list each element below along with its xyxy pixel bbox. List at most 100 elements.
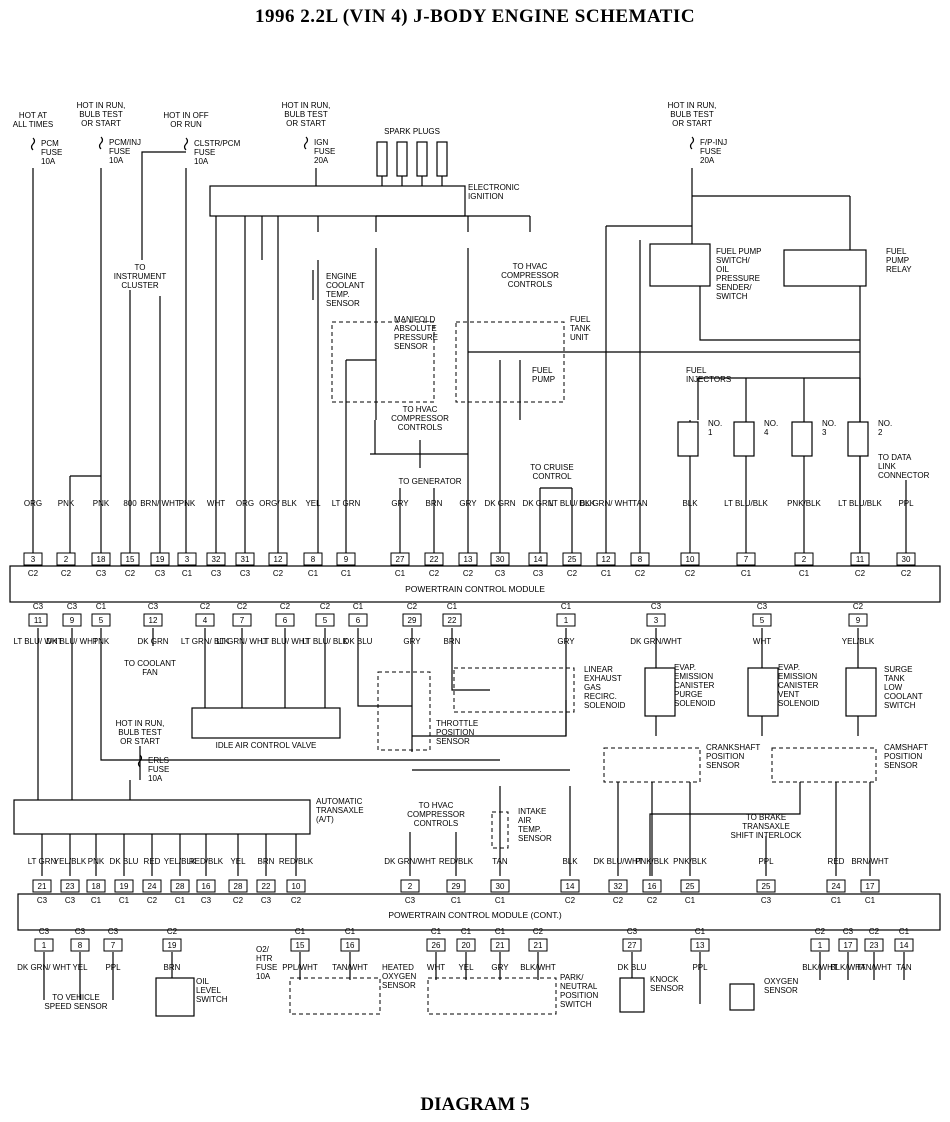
wire-color-label: BRN <box>258 857 275 866</box>
wire-color-label: BRN <box>164 963 181 972</box>
connector-pin-box <box>528 552 548 566</box>
connector-pin-box <box>232 613 252 627</box>
wire-color-label: DK GRN <box>484 499 515 508</box>
power-source-label-line: HOT IN RUN, <box>77 101 126 110</box>
connector-pin-box <box>848 613 868 627</box>
map-sensor-label-line: SENSOR <box>394 342 428 351</box>
knock-label-line: SENSOR <box>650 984 684 993</box>
connector-pin-box <box>562 552 582 566</box>
power-source-label-line: HOT IN OFF <box>163 111 208 120</box>
surge-tank-label-line: COOLANT <box>884 692 923 701</box>
pin-number: 13 <box>464 555 473 564</box>
pin-number: 7 <box>744 555 749 564</box>
connector-pin-box <box>34 938 54 952</box>
pin-number: 16 <box>202 882 211 891</box>
pcm-cont-label: POWERTRAIN CONTROL MODULE (CONT.) <box>388 910 561 920</box>
fuse-label-line: F/P-INJ <box>700 138 727 147</box>
connector-pin-box <box>56 552 76 566</box>
connector-id: C2 <box>233 896 244 905</box>
wire-color-label: LT BLU/ WHT <box>260 637 309 646</box>
wire-color-label: DK BLU <box>344 637 373 646</box>
connector-id: C1 <box>341 569 352 578</box>
connector-id: C1 <box>96 602 107 611</box>
connector-pin-box <box>752 613 772 627</box>
cmp-label-line: SENSOR <box>884 761 918 770</box>
pin-number: 14 <box>566 882 575 891</box>
connector-pin-box <box>850 552 870 566</box>
wire-color-label: DK BLU/WHT <box>593 857 642 866</box>
connector-id: C1 <box>175 896 186 905</box>
pin-number: 17 <box>866 882 875 891</box>
connector-pin-box <box>23 552 43 566</box>
brake-interlock-label-line: TRANSAXLE <box>742 822 790 831</box>
wire-color-label: PNK/BLK <box>635 857 669 866</box>
wire-color-label: LT BLU/BLK <box>724 499 768 508</box>
pin-number: 15 <box>126 555 135 564</box>
connector-id: C2 <box>613 896 624 905</box>
ect-sensor-label-line: TEMP. <box>326 290 349 299</box>
injector-number-label-line: 2 <box>878 428 883 437</box>
power-source-label-line: HOT IN RUN, <box>668 101 717 110</box>
connector-pin-box <box>736 552 756 566</box>
power-source-label-line: BULB TEST <box>284 110 328 119</box>
egr-label-line: LINEAR <box>584 665 613 674</box>
connector-pin-box <box>60 879 80 893</box>
surge-tank-label-line: SWITCH <box>884 701 916 710</box>
wire-color-label: RED/BLK <box>439 857 474 866</box>
power-source-label-line: BULB TEST <box>118 728 162 737</box>
evap-purge-label-line: EVAP. <box>674 663 696 672</box>
fuel-pump-label-line: PUMP <box>532 375 555 384</box>
connector-id: C2 <box>320 602 331 611</box>
pin-number: 29 <box>452 882 461 891</box>
wire-color-label: TAN/WHT <box>856 963 892 972</box>
connector-pin-box <box>756 879 776 893</box>
iac-label: IDLE AIR CONTROL VALVE <box>216 741 317 750</box>
injector-icon <box>733 421 755 457</box>
brake-interlock-label-line: TO BRAKE <box>746 813 786 822</box>
connector-pin-box <box>596 552 616 566</box>
fuse-label-line: FUSE <box>700 147 721 156</box>
pin-number: 14 <box>900 941 909 950</box>
connector-pin-box <box>402 613 422 627</box>
brake-interlock-label-line: SHIFT INTERLOCK <box>731 831 803 840</box>
wire-color-label: GRY <box>491 963 509 972</box>
injector-number-label: NO.2 <box>878 419 892 437</box>
wire-color-label: BLK <box>562 857 578 866</box>
pin-number: 32 <box>212 555 221 564</box>
injector-number-label-line: 1 <box>708 428 713 437</box>
wire-color-label: YEL/BLK <box>164 857 197 866</box>
wire-color-label: LT GRN/ WHT <box>216 637 267 646</box>
connector-id: C3 <box>39 927 50 936</box>
pin-number: 1 <box>818 941 823 950</box>
fuse-label-line: IGN <box>314 138 328 147</box>
data-link-label-line: LINK <box>878 462 896 471</box>
connector-id: C2 <box>280 602 291 611</box>
connector-id: C2 <box>533 927 544 936</box>
vss-label-line: TO VEHICLE <box>52 993 99 1002</box>
fuel-tank-unit-label-line: TANK <box>570 324 591 333</box>
map-sensor-label-line: MANIFOLD <box>394 315 436 324</box>
pin-number: 5 <box>323 616 328 625</box>
wire-color-label: PPL <box>692 963 708 972</box>
connector-pin-box <box>894 938 914 952</box>
connector-pin-box <box>794 552 814 566</box>
connector-id: C1 <box>695 927 706 936</box>
connector-pin-box <box>91 552 111 566</box>
fuse-icon <box>183 137 189 151</box>
cruise-label-line: TO CRUISE <box>530 463 573 472</box>
connector-pin-box <box>86 879 106 893</box>
connector-id: C3 <box>757 602 768 611</box>
wire-color-label: DK BLU/ WHT <box>46 637 98 646</box>
pin-number: 27 <box>628 941 637 950</box>
connector-id: C3 <box>96 569 107 578</box>
wire-color-label: LT GRN <box>332 499 361 508</box>
pin-number: 21 <box>496 941 505 950</box>
fuel-pump-relay-label-line: RELAY <box>886 265 912 274</box>
spark-plug-icon <box>416 141 428 177</box>
connector-id: C2 <box>61 569 72 578</box>
